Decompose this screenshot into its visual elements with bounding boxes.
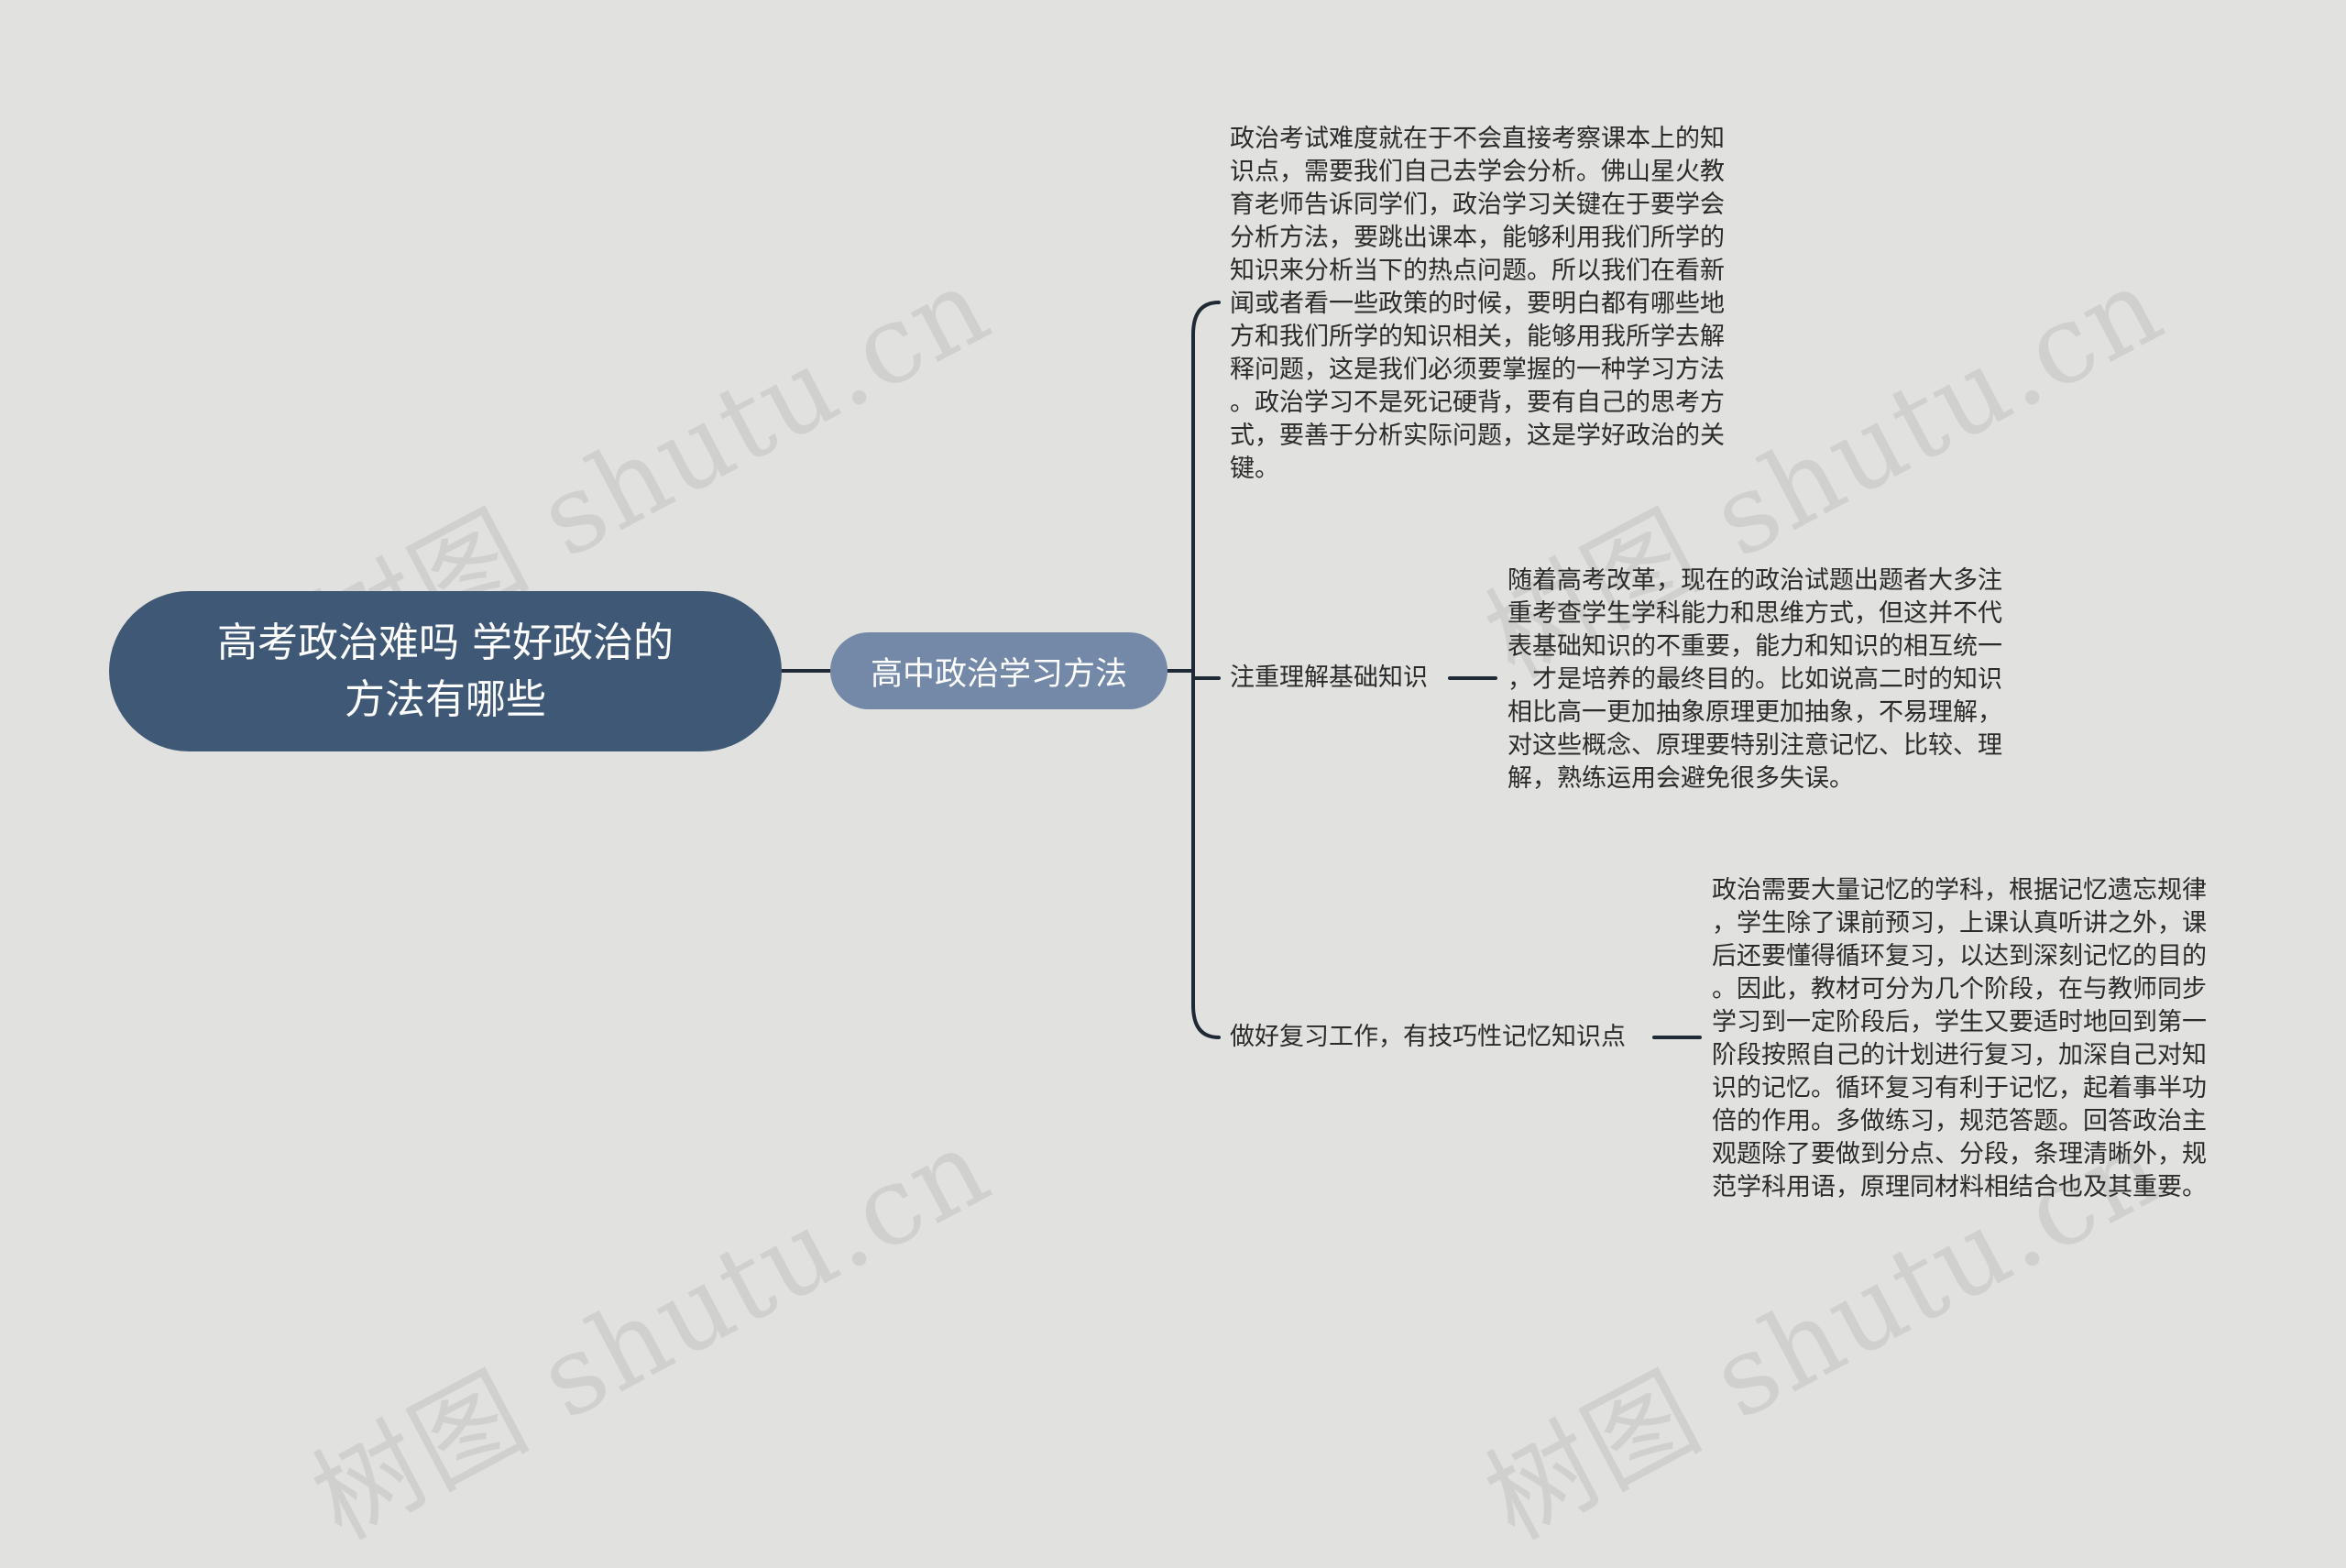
branch-topic-understanding[interactable]: 注重理解基础知识 (1230, 663, 1428, 692)
main-topic[interactable]: 高中政治学习方法 (830, 632, 1168, 709)
connector-lines (780, 301, 1702, 1039)
branch-trunk (1191, 301, 1221, 1039)
branch-detail-text: 政治需要大量记忆的学科，根据记忆遗忘规律 ，学生除了课前预习，上课认真听讲之外，… (1712, 876, 2207, 1201)
branch-topic-review[interactable]: 做好复习工作，有技巧性记忆知识点 (1230, 1023, 1626, 1051)
branch-detail-text: 随着高考改革，现在的政治试题出题者大多注 重考查学生学科能力和思维方式，但这并不… (1507, 566, 2002, 793)
root-topic-label: 高考政治难吗 学好政治的方法有哪些 (217, 619, 674, 723)
main-topic-label: 高中政治学习方法 (870, 655, 1127, 693)
root-topic[interactable]: 高考政治难吗 学好政治的方法有哪些 (109, 591, 782, 751)
branch-detail-text: 政治考试难度就在于不会直接考察课本上的知 识点，需要我们自己去学会分析。佛山星火… (1230, 125, 1725, 483)
